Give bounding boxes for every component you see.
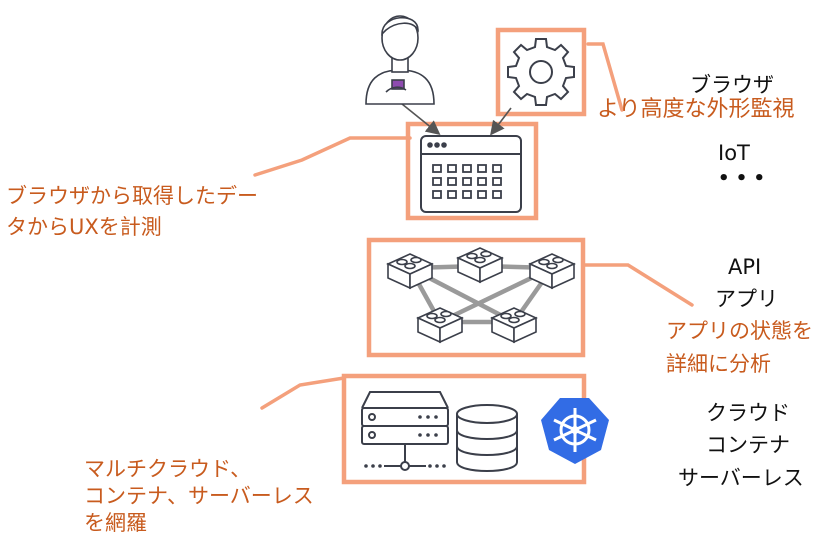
gear-frame	[495, 27, 587, 117]
infra-callout-line	[260, 376, 346, 410]
ux-callout-line2: タからUXを計測	[6, 215, 162, 239]
serverless-label: サーバーレス	[678, 466, 804, 490]
app-label: アプリ	[715, 287, 778, 311]
app-callout-line	[582, 263, 694, 307]
cloud-label: クラウド	[706, 401, 790, 425]
database-icon	[456, 404, 518, 472]
gear-to-browser-arrow	[490, 107, 512, 136]
advanced-monitoring-callout: より高度な外形監視	[597, 97, 795, 122]
browser-frame	[405, 121, 539, 221]
container-label: コンテナ	[706, 433, 790, 457]
infra-callout-line3: を網羅	[84, 511, 147, 535]
iot-label: IoT	[718, 141, 750, 165]
api-frame	[366, 237, 586, 358]
ellipsis-label: • • •	[718, 168, 766, 189]
api-blocks-icon	[386, 247, 576, 344]
ux-callout-line	[253, 136, 412, 177]
infra-callout-line1: マルチクラウド、	[84, 457, 252, 481]
browser-dashboard-icon	[420, 135, 522, 213]
app-analysis-callout-line2: 詳細に分析	[666, 352, 771, 376]
gear-icon	[507, 38, 575, 106]
infra-callout-line2: コンテナ、サーバーレス	[84, 484, 314, 508]
api-label: API	[728, 255, 762, 279]
server-icon	[361, 391, 449, 471]
user-icon	[365, 15, 435, 105]
browser-label: ブラウザ	[690, 73, 774, 97]
kubernetes-icon	[541, 398, 609, 464]
user-to-browser-arrow	[401, 103, 441, 136]
ux-callout-line1: ブラウザから取得したデー	[6, 184, 258, 208]
app-analysis-callout-line1: アプリの状態を	[666, 319, 813, 343]
gear-callout-line	[586, 42, 624, 112]
